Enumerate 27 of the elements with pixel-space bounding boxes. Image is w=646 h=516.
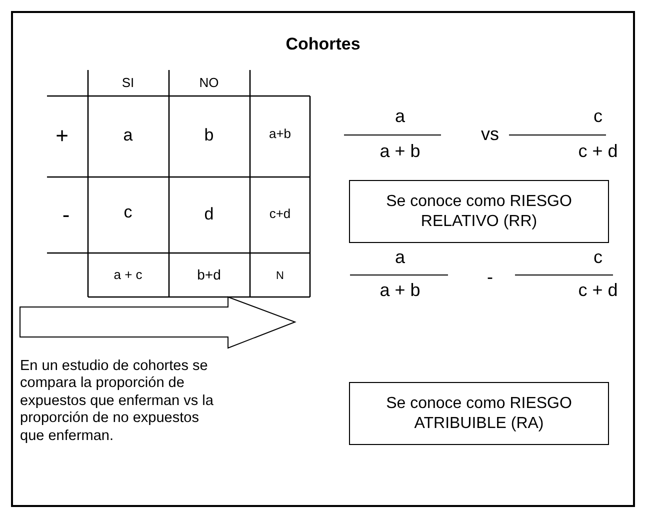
minus-sign: - [487, 268, 493, 288]
table-cell: b [204, 126, 214, 146]
table-cell: N [276, 270, 284, 282]
denominator: a + b [380, 281, 420, 301]
numerator: a [395, 248, 405, 268]
definition-box: Se conoce como RIESGO ATRIBUIBLE (RA) [349, 382, 609, 445]
denominator: c + d [578, 281, 618, 301]
column-header: SI [122, 76, 134, 90]
table-cell: a+b [268, 126, 292, 142]
numerator: a [395, 107, 405, 127]
table-cell: c+d [269, 206, 291, 222]
note-text: En un estudio de cohortes se compara la proporción de expuestos que enferman vs la proporción de no expuestos que enferman. [20, 358, 214, 445]
row-header: - [62, 202, 70, 228]
slide-title: Cohortes [286, 36, 360, 54]
denominator: a + b [380, 142, 420, 162]
table-cell: d [204, 206, 214, 224]
definition-box: Se conoce como RIESGO RELATIVO (RR) [349, 180, 609, 243]
numerator: c [594, 248, 602, 268]
row-header: + [56, 124, 68, 148]
column-header: NO [199, 76, 219, 90]
table-cell: b+d [197, 267, 221, 283]
table-cell: a + c [114, 268, 142, 282]
numerator: c [594, 107, 602, 127]
table-cell: c [124, 204, 132, 222]
comparison-word: vs [481, 125, 499, 145]
table-cell: a [123, 126, 133, 146]
denominator: c + d [578, 142, 618, 162]
